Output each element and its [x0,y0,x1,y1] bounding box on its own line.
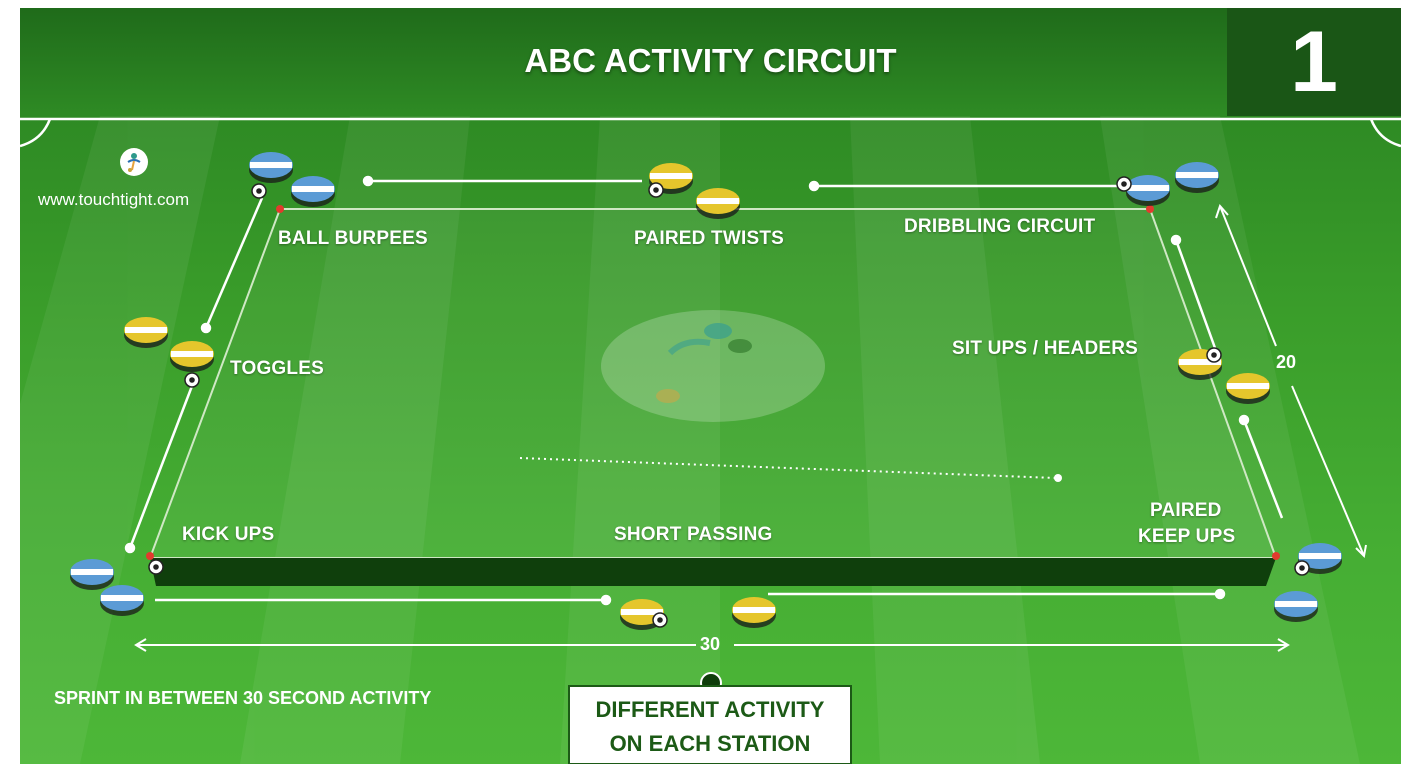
corner-arc-left [20,118,52,148]
football-icon [251,183,267,199]
label-paired-keep-ups-line2: KEEP UPS [1138,526,1236,547]
pitch-drawing [20,116,1401,764]
width-arrow [134,638,1290,652]
label-paired-keep-ups-line1: PAIRED [1150,500,1222,521]
yellow-marker-disc [696,188,740,219]
callout-line-1: DIFFERENT ACTIVITY [595,697,825,722]
football-icon [1206,347,1222,363]
corner-marker [1146,205,1154,213]
discs-layer [70,152,1342,630]
corner-marker [146,552,154,560]
blue-marker-disc [100,585,144,616]
diagram-canvas: 1 ABC ACTIVITY CIRCUIT www.touchtight.co… [20,8,1401,764]
grid-area [148,208,1278,559]
depth-arrow [1215,204,1367,559]
label-short-passing: SHORT PASSING [614,524,773,545]
football-icon [184,372,200,388]
depth-dimension-label: 20 [1276,352,1297,372]
football-icon [1116,176,1132,192]
touchtight-logo-icon [120,148,148,176]
yellow-marker-disc [732,597,776,628]
football-icon [652,612,668,628]
football-icon [1294,560,1310,576]
blue-marker-disc [291,176,335,207]
label-paired-twists: PAIRED TWISTS [634,228,785,249]
width-dimension-label: 30 [700,634,721,654]
callout-line-2: ON EACH STATION [609,731,811,756]
callout-box: DIFFERENT ACTIVITY ON EACH STATION [568,685,852,764]
label-ball-burpees: BALL BURPEES [278,228,428,249]
diagram-number: 1 [1290,14,1338,110]
sprint-note: SPRINT IN BETWEEN 30 SECOND ACTIVITY [54,688,432,708]
blue-marker-disc [70,559,114,590]
yellow-marker-disc [124,317,168,348]
label-sit-ups-headers: SIT UPS / HEADERS [952,338,1139,359]
diagram-number-box: 1 [1227,8,1401,116]
blue-marker-disc [1274,591,1318,622]
corner-marker [1272,552,1280,560]
corner-marker [276,205,284,213]
movement-lines [124,175,1284,606]
yellow-marker-disc [1226,373,1270,404]
football-icon [148,559,164,575]
corner-arc-right [1369,118,1401,148]
website-text: www.touchtight.com [38,190,190,209]
diagram-title: ABC ACTIVITY CIRCUIT [524,42,897,79]
blue-marker-disc [249,152,293,183]
label-dribbling-circuit: DRIBBLING CIRCUIT [904,216,1096,237]
football-icon [648,182,664,198]
grid-bottom-edge [150,558,1276,586]
yellow-marker-disc [170,341,214,372]
label-kick-ups: KICK UPS [182,524,275,545]
blue-marker-disc [1175,162,1219,193]
label-toggles: TOGGLES [230,358,324,379]
blue-marker-disc [1126,175,1170,206]
